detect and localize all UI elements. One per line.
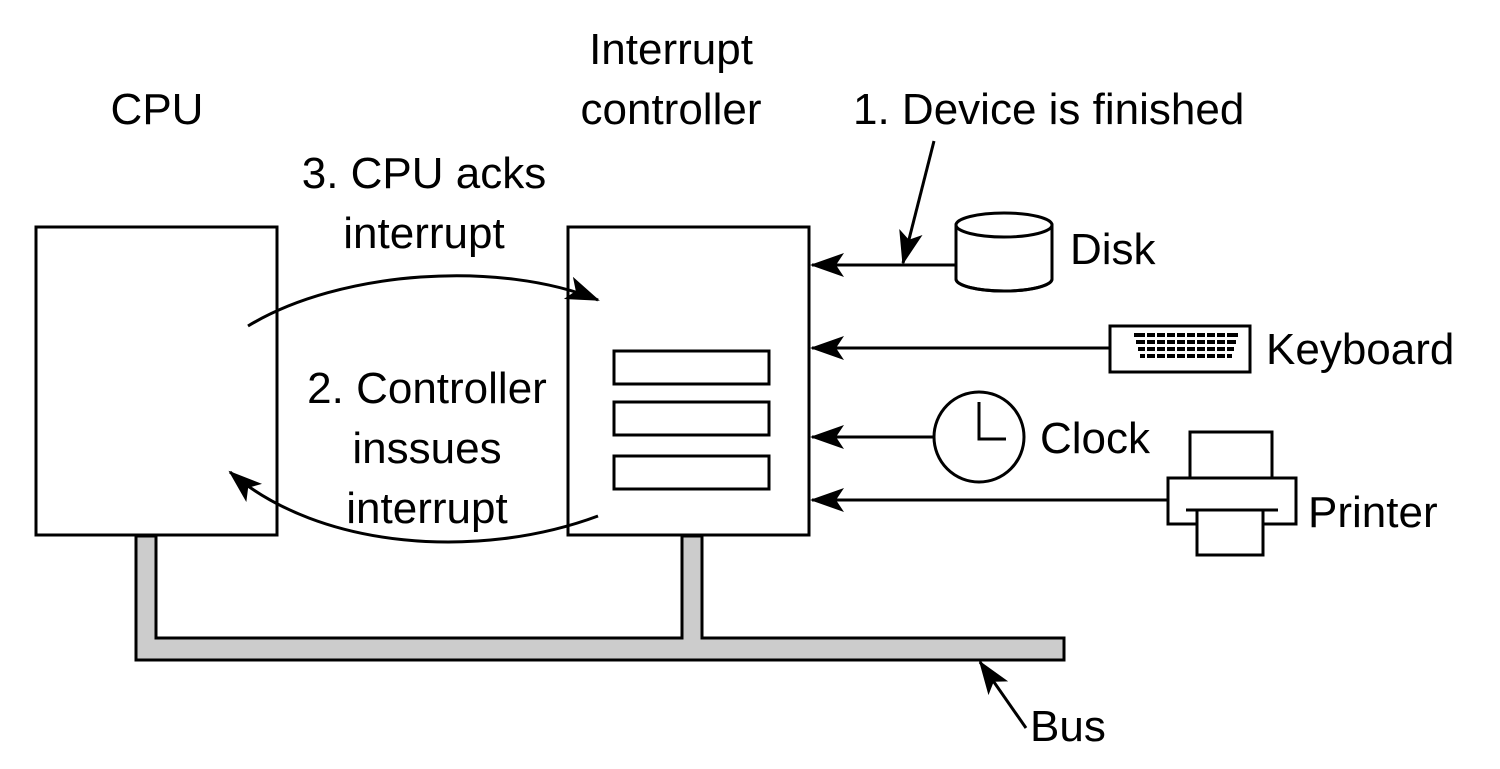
keyboard-icon <box>1108 324 1252 374</box>
device-finished-arrow <box>899 140 936 265</box>
step2-label-line2: inssues <box>352 424 501 473</box>
cpu-box <box>34 225 279 537</box>
clock-label: Clock <box>1040 414 1151 463</box>
printer-label: Printer <box>1308 488 1438 537</box>
cpu-label: CPU <box>111 85 204 134</box>
bus-pipe <box>134 534 1066 662</box>
controller-register-1 <box>612 349 771 386</box>
step1-label: 1. Device is finished <box>853 85 1244 134</box>
controller-register-3 <box>612 454 771 491</box>
bus-pointer-arrow <box>978 660 1028 729</box>
step3-label-line2: interrupt <box>343 209 504 258</box>
controller-register-2 <box>612 400 771 437</box>
bus-label: Bus <box>1030 702 1106 751</box>
keyboard-label: Keyboard <box>1266 325 1454 374</box>
controller-label-line2: controller <box>581 85 762 134</box>
ack-arrow <box>247 274 600 328</box>
issue-interrupt-arrow <box>228 470 599 544</box>
disk-icon <box>954 211 1054 293</box>
clock-icon <box>932 390 1026 484</box>
controller-label-line1: Interrupt <box>589 25 753 74</box>
disk-label: Disk <box>1070 225 1157 274</box>
step2-label-line1: 2. Controller <box>307 364 547 413</box>
step2-label-line3: interrupt <box>346 484 507 533</box>
printer-icon <box>1166 430 1298 557</box>
step3-label-line1: 3. CPU acks <box>302 149 547 198</box>
